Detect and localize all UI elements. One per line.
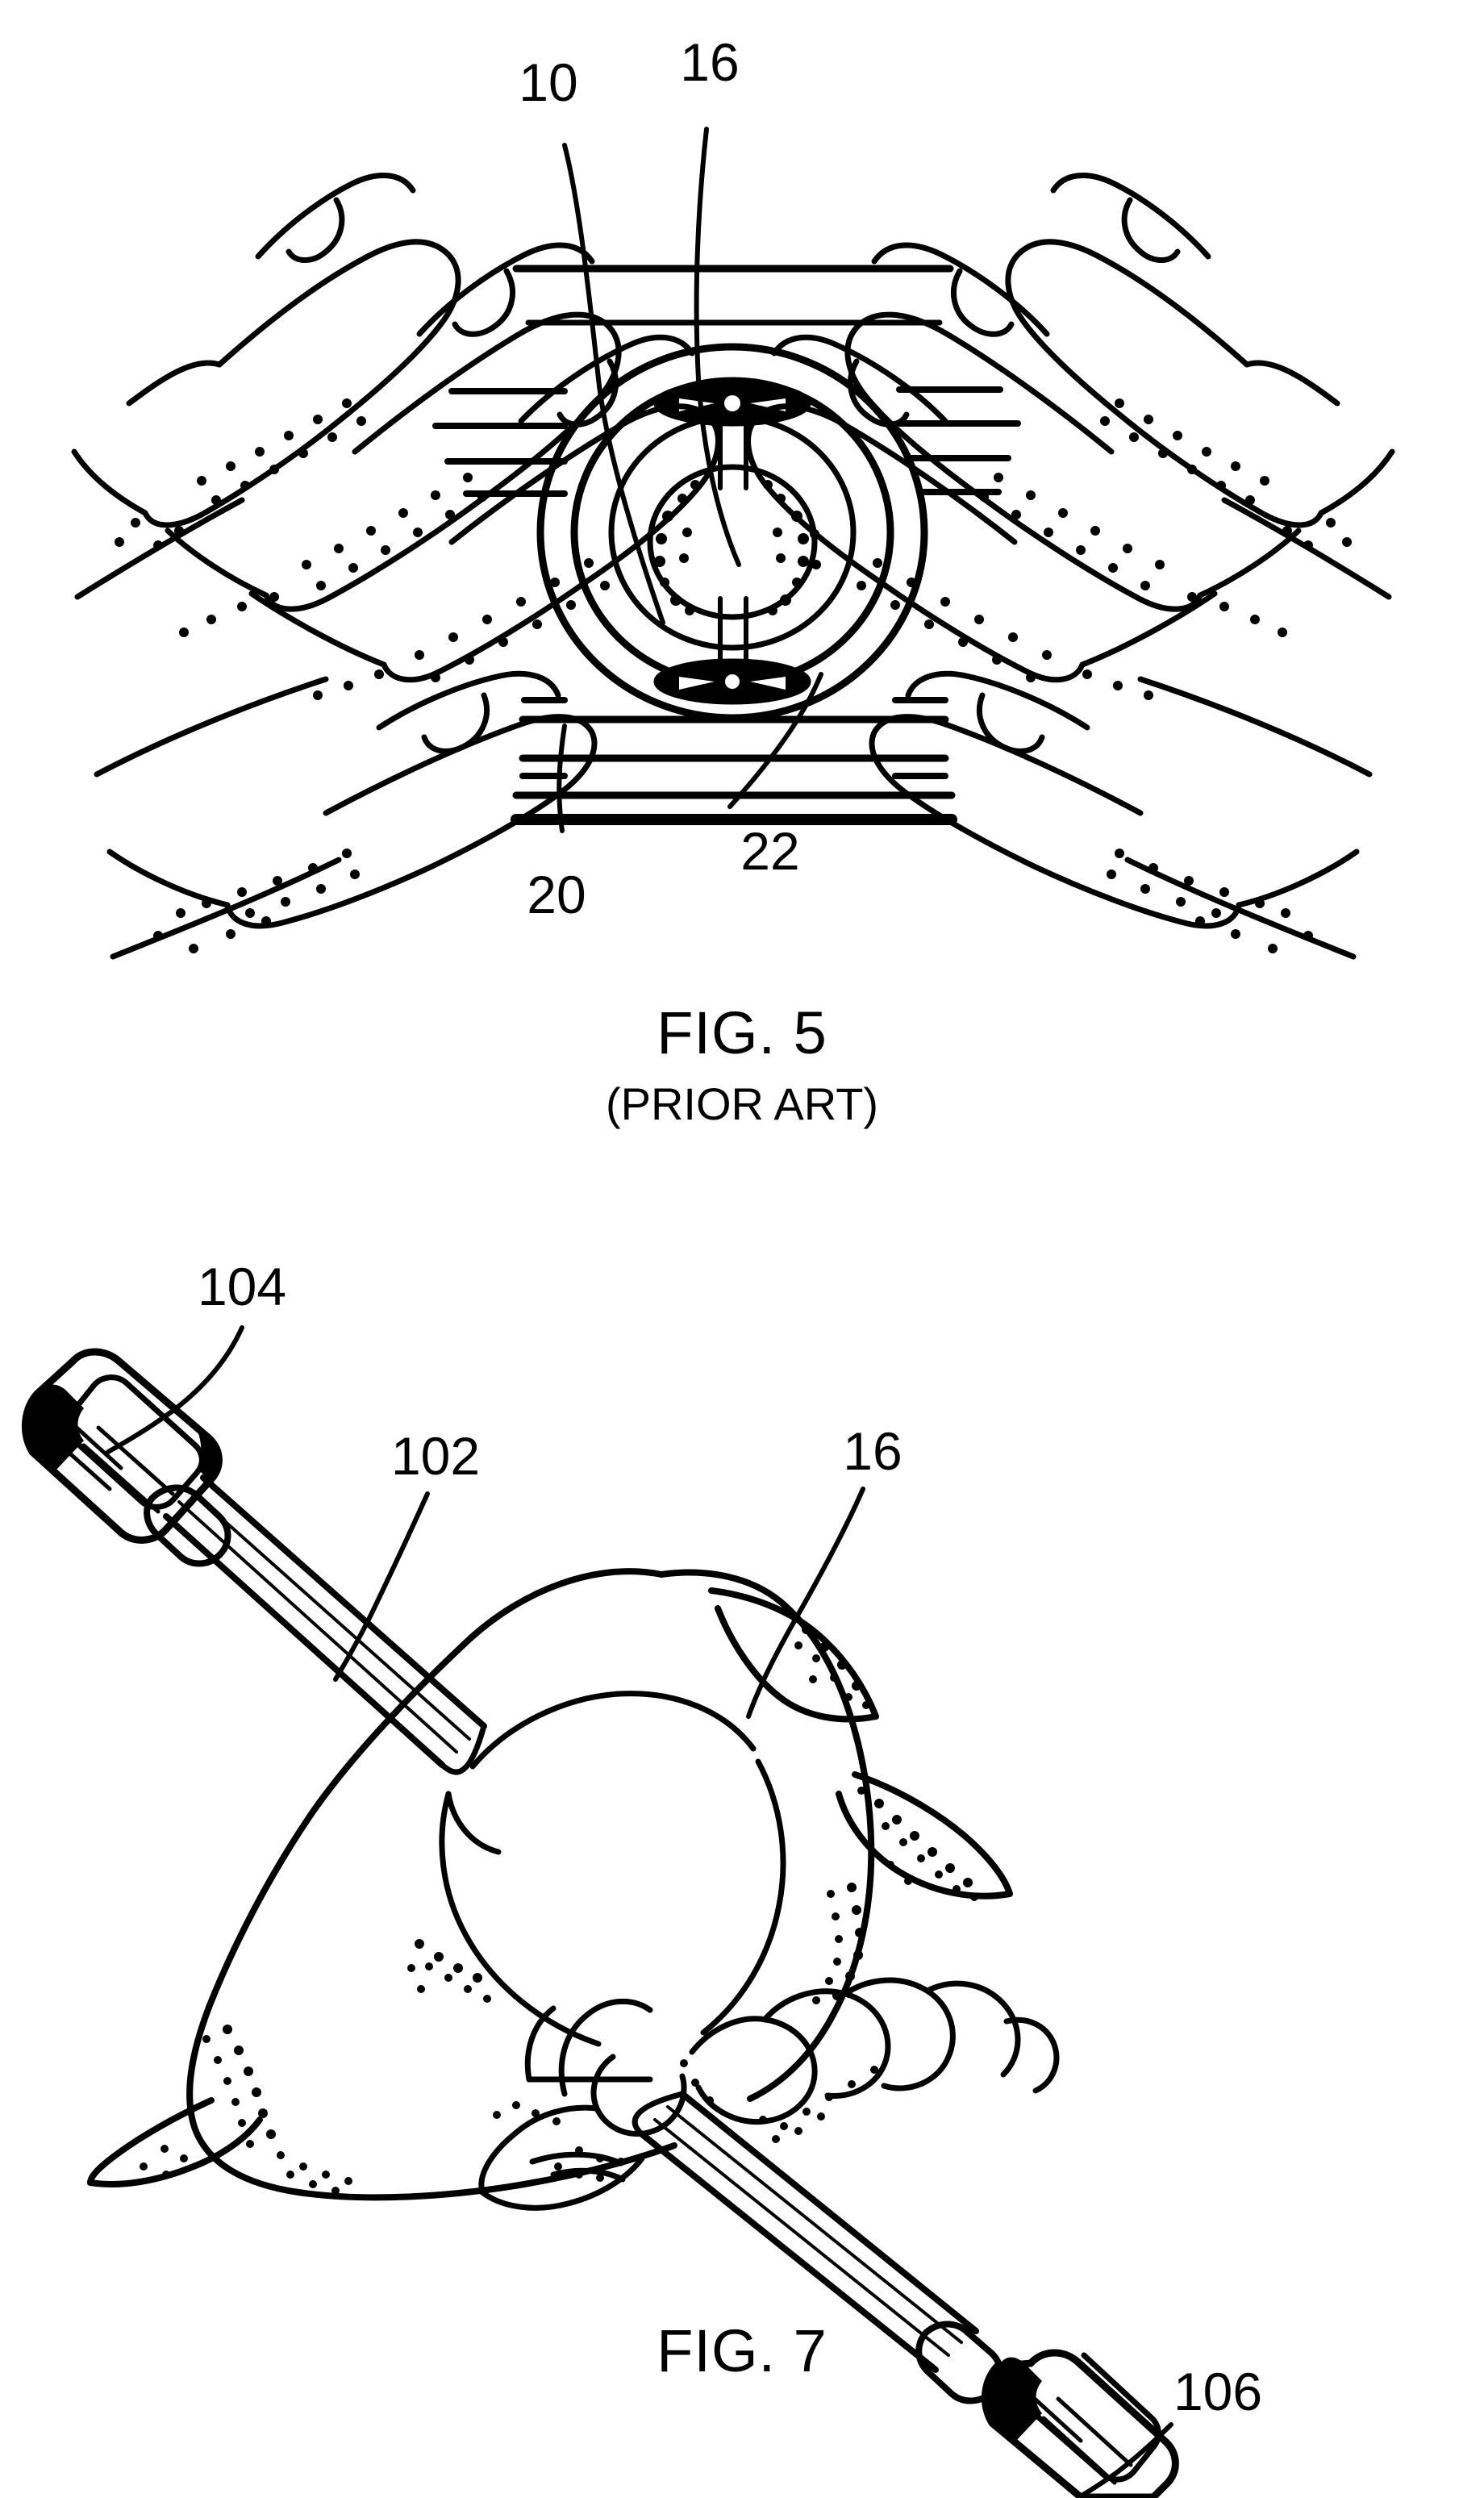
callout-16-fig5: 16 (680, 32, 739, 92)
lower-toggle-bar-notches (679, 674, 786, 690)
left-hand-stipple (115, 398, 610, 953)
figure-5-drawing: 10 16 20 22 (71, 32, 1395, 960)
callout-20: 20 (527, 865, 586, 924)
toggle-anchor-lower-fill (987, 2357, 1042, 2442)
instrument-shaft-lower-tip (632, 2091, 686, 2137)
lower-plate (512, 715, 956, 799)
instrument-collar-upper (144, 1484, 231, 1567)
tissue-internal-contours (439, 1691, 786, 2047)
figure-5-caption: FIG. 5 (657, 999, 827, 1066)
callout-102: 102 (391, 1426, 480, 1486)
figure-7-drawing: 104 102 16 106 (21, 1257, 1262, 2498)
right-hand (745, 173, 1395, 960)
figure-7: 104 102 16 106 (0, 1210, 1484, 2498)
right-hand-stipple (857, 398, 1352, 953)
leader-lines (556, 127, 823, 833)
plate-hatch-right (896, 386, 1021, 495)
left-hand (71, 173, 721, 960)
callout-16-fig7: 16 (843, 1421, 902, 1481)
lower-plate-hatch-right (892, 697, 948, 779)
figure-5: 10 16 20 22 (0, 0, 1484, 1210)
leader-lines-fig7 (106, 1325, 1173, 2498)
instrument-shaft-lower (639, 2091, 979, 2373)
gripping-hand (478, 1977, 1060, 2211)
toggle-anchor-upper-fill (27, 1384, 217, 1481)
figure-7-caption: FIG. 7 (657, 2317, 827, 2384)
callout-10: 10 (519, 52, 577, 112)
element-stipple (654, 480, 821, 615)
figure-5-prior-art-note: (PRIOR ART) (605, 1078, 879, 1129)
tissue-upper-flap (708, 1587, 879, 1723)
callout-22: 22 (740, 821, 799, 881)
callout-104: 104 (198, 1257, 286, 1316)
tissue-left-flap (87, 2097, 263, 2187)
instrument-shaft-upper-tip (439, 1723, 487, 1775)
callout-106: 106 (1173, 2362, 1262, 2421)
tissue-stipple (140, 1624, 978, 2195)
tissue-mass-outline (186, 1568, 875, 2201)
instrument-shaft-upper (163, 1474, 487, 1768)
